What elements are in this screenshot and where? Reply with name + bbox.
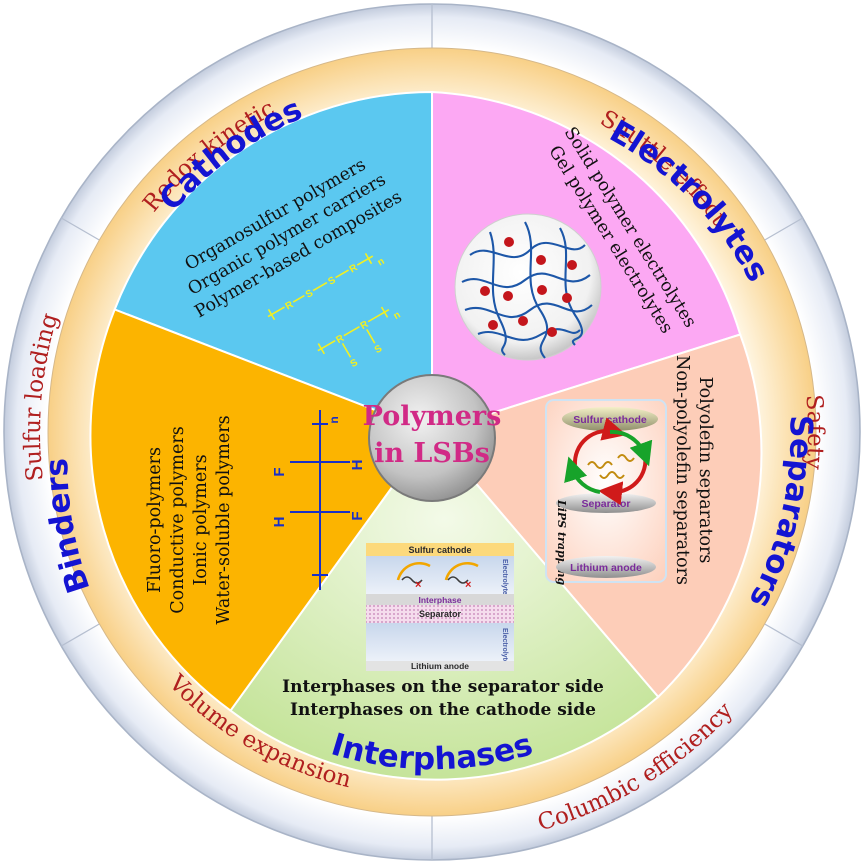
interphases-items: Interphases on the separator side Interp… xyxy=(282,677,604,720)
sep-separator-label: Separator xyxy=(581,498,630,510)
interphases-item: Interphases on the separator side xyxy=(282,677,604,697)
svg-text:S: S xyxy=(349,357,361,370)
outer-label-safety: Safety xyxy=(800,394,828,471)
svg-text:×: × xyxy=(465,579,471,591)
int-interphase-label: Interphase xyxy=(419,595,462,605)
center-hub xyxy=(368,374,496,502)
separators-item: Polyolefin separators xyxy=(695,377,715,564)
svg-text:S: S xyxy=(326,275,338,288)
outer-dividers xyxy=(60,4,804,860)
cathode-ring-labels: R R S S n xyxy=(332,310,403,370)
interphase-schematic: Sulfur cathode × × Electrolyte Interphas… xyxy=(366,543,514,671)
int-sulfur-cathode-label: Sulfur cathode xyxy=(408,545,471,555)
center-title-line2: in LSBs xyxy=(374,438,490,469)
svg-text:S: S xyxy=(373,343,385,356)
int-lithium-anode-label: Lithium anode xyxy=(411,661,469,671)
interphases-item: Interphases on the cathode side xyxy=(290,700,596,720)
svg-text:H: H xyxy=(349,460,366,471)
svg-text:F: F xyxy=(349,511,366,520)
separator-schematic: Sulfur cathode Separator LiPS trapping L… xyxy=(545,399,667,586)
sep-sulfur-cathode-label: Sulfur cathode xyxy=(573,414,647,426)
segment-binders xyxy=(89,308,434,712)
svg-text:S: S xyxy=(304,288,316,301)
svg-text:n: n xyxy=(327,416,341,423)
int-separator-label: Separator xyxy=(419,609,462,619)
separators-item: Non-polyolefin separators xyxy=(672,355,692,585)
polymer-electrolyte-disc xyxy=(454,213,602,361)
separators-items: Polyolefin separators Non-polyolefin sep… xyxy=(672,355,715,585)
svg-text:H: H xyxy=(271,517,288,528)
cathode-polysulfide-labels: R S S R n xyxy=(281,256,387,312)
binder-pvdf-labels: F H H F n xyxy=(271,416,366,527)
binders-item: Conductive polymers xyxy=(168,426,188,613)
center-title-line1: Polymers xyxy=(363,401,502,432)
svg-text:F: F xyxy=(271,467,288,476)
int-electrolyte-label-bottom: Electrolyte xyxy=(501,628,508,664)
svg-text:×: × xyxy=(415,579,421,591)
sep-lithium-anode-label: Lithium anode xyxy=(570,562,642,574)
svg-text:n: n xyxy=(376,256,387,269)
binder-pvdf-structure xyxy=(290,410,350,590)
segment-cathodes xyxy=(113,90,433,434)
svg-text:n: n xyxy=(392,310,403,323)
binders-item: Fluoro-polymers xyxy=(145,447,165,593)
binders-item: Water-soluble polymers xyxy=(214,415,234,624)
int-electrolyte-label-top: Electrolyte xyxy=(501,559,508,595)
cathode-ring-structure xyxy=(317,306,390,358)
binders-item: Ionic polymers xyxy=(191,454,211,585)
binders-items: Fluoro-polymers Conductive polymers Ioni… xyxy=(145,415,234,624)
